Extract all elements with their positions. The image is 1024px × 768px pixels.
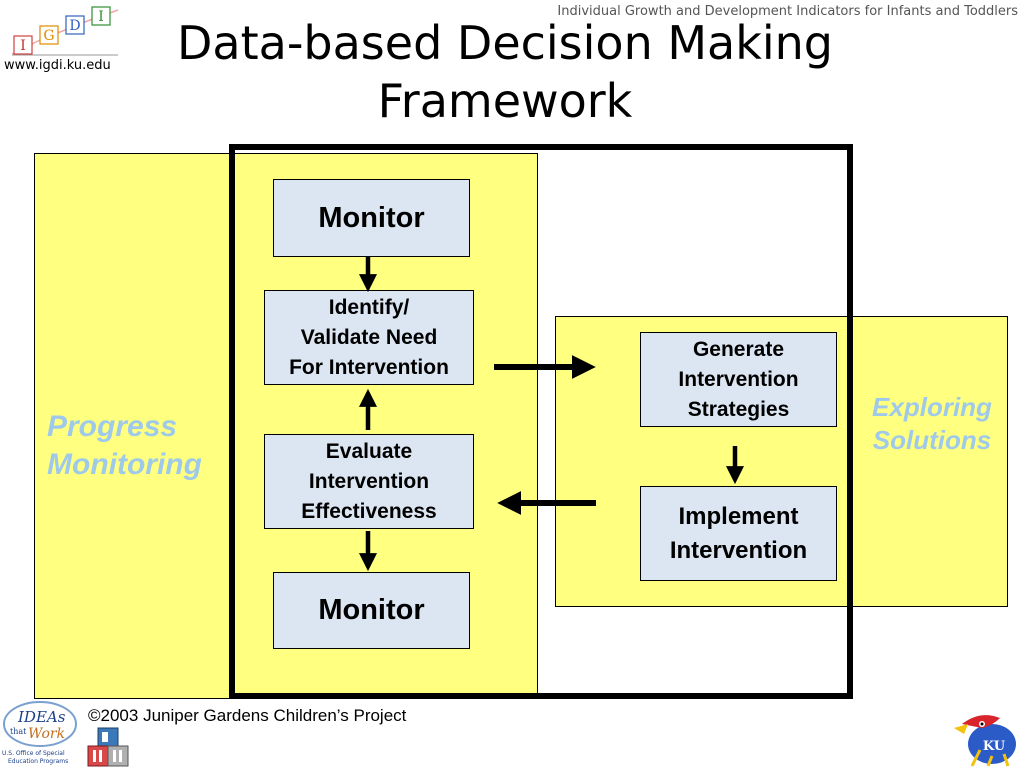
progress-monitoring-label: Progress Monitoring [47,408,202,483]
progress-label-line-2: Monitoring [47,447,202,481]
explore-label-line-2: Solutions [872,424,992,455]
monitor-box-bottom: Monitor [273,572,470,649]
generate-line-1: Generate [692,337,785,361]
progress-label-line-1: Progress [47,410,178,443]
identify-need-box: Identify/ Validate Need For Intervention [264,290,474,385]
ideas-word: IDEAs [17,708,66,726]
evaluate-line-1: Evaluate [325,439,413,463]
monitor-bottom-label: Monitor [318,594,425,626]
generate-strategies-box: Generate Intervention Strategies [640,332,837,427]
ku-jayhawk-logo: KU [954,715,1016,767]
igdi-letter-3: D [69,18,80,34]
implement-intervention-box: Implement Intervention [640,486,837,581]
ku-letters: KU [983,739,1006,754]
igdi-letter-4: I [98,9,104,25]
ideas-caption-1: U.S. Office of Special [2,750,65,757]
ideas-that-work-logo: IDEAs that Work U.S. Office of Special E… [2,701,77,765]
evaluate-line-2: Intervention [308,469,430,493]
decision-frame-border [229,144,853,699]
ideas-caption-2: Education Programs [8,758,68,765]
ideas-that-word: that [10,727,27,736]
implement-line-1: Implement [678,502,799,530]
copyright-notice: ©2003 Juniper Gardens Children’s Project [88,706,407,725]
exploring-solutions-label: Exploring Solutions [862,391,1002,456]
monitor-top-label: Monitor [318,201,425,234]
explore-label-line-1: Exploring [872,392,992,422]
monitor-box-top: Monitor [273,179,470,257]
ideas-work-word: Work [28,726,65,742]
blocks-icon [87,727,129,767]
title-line-2: Framework [377,74,633,128]
evaluate-effectiveness-box: Evaluate Intervention Effectiveness [264,434,474,529]
identify-line-1: Identify/ [328,295,410,319]
slide-title: Data-based Decision Making Framework [120,14,890,130]
igdi-letter-2: G [43,28,54,44]
evaluate-line-3: Effectiveness [301,499,437,523]
generate-line-3: Strategies [687,397,790,421]
generate-line-2: Intervention [678,367,799,391]
site-url: www.igdi.ku.edu [4,58,111,73]
title-line-1: Data-based Decision Making [176,16,834,70]
igdi-logo: I G D I [11,6,119,56]
implement-line-2: Intervention [669,536,808,564]
identify-line-3: For Intervention [289,355,449,379]
igdi-letter-1: I [20,38,26,54]
running-header: Individual Growth and Development Indica… [557,4,1018,19]
identify-line-2: Validate Need [300,325,438,349]
